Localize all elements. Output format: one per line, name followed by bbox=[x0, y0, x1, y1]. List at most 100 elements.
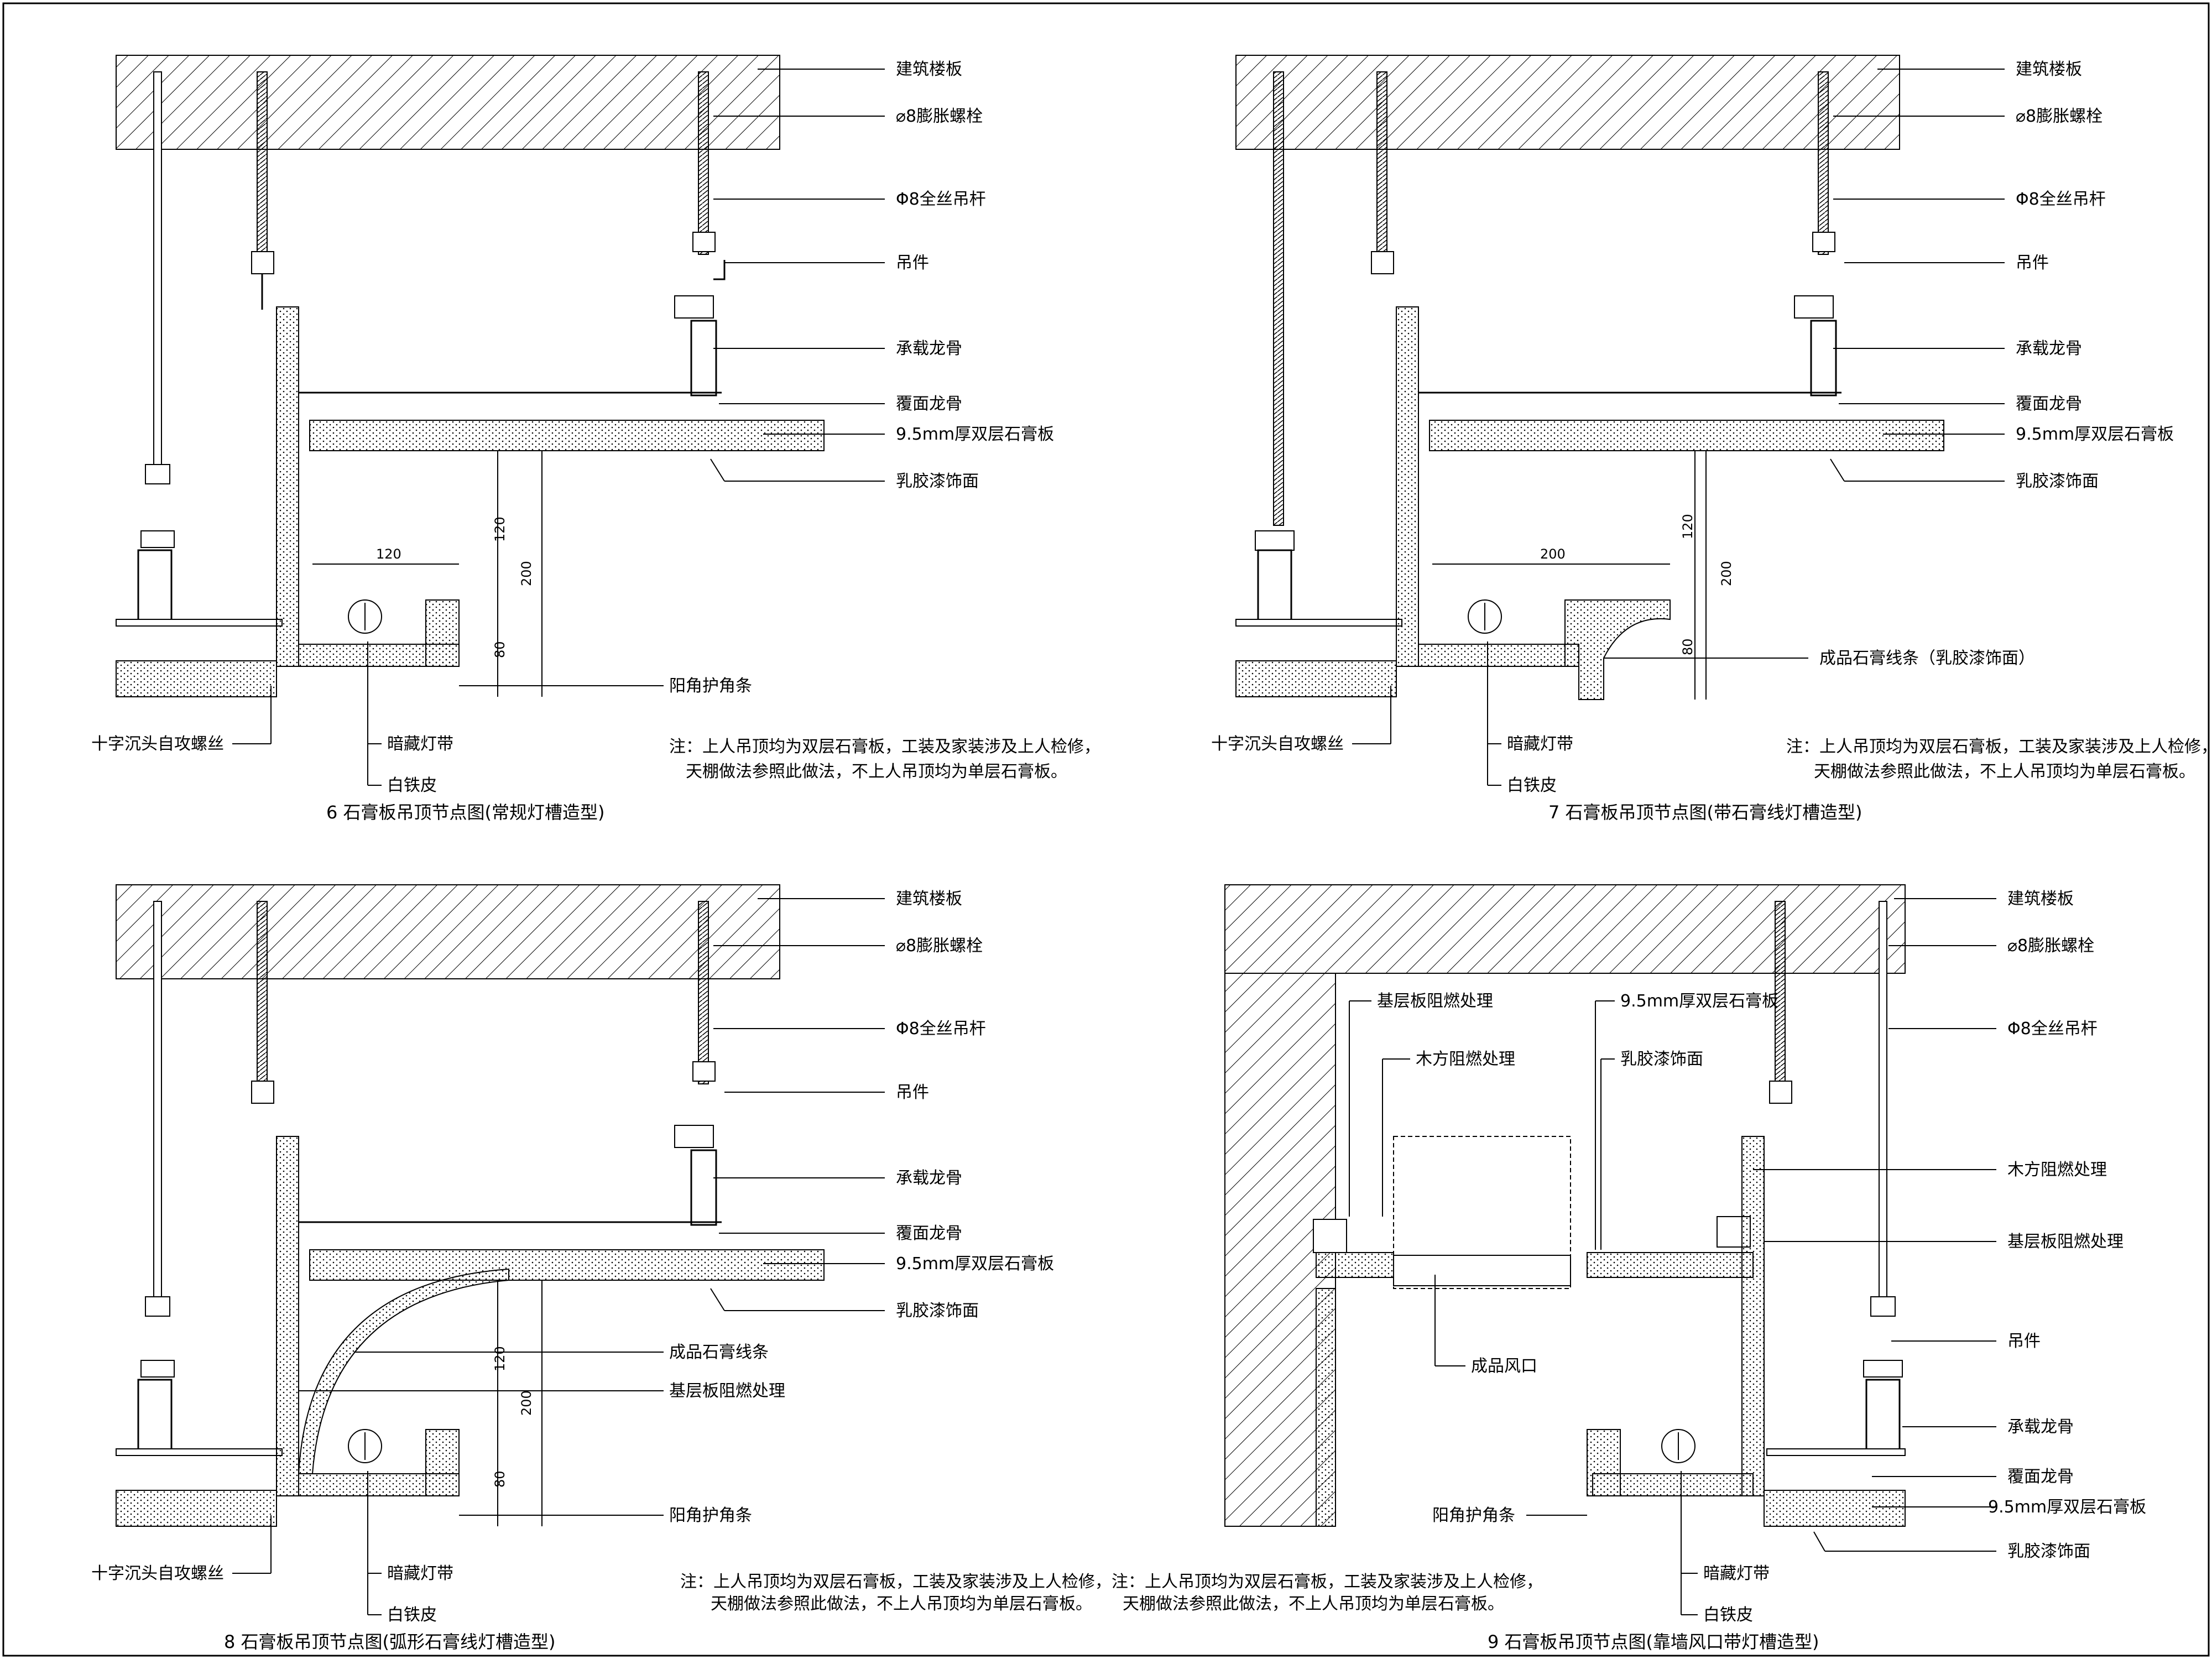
label-iron-sheet: 白铁皮 bbox=[1703, 1605, 1753, 1625]
label-latex-paint-top: 乳胶漆饰面 bbox=[1620, 1050, 1703, 1069]
gypsum-board-lower bbox=[116, 660, 277, 697]
dim-width: 200 bbox=[1540, 546, 1566, 562]
dim-depth2: 200 bbox=[519, 1390, 534, 1416]
dim-width: 120 bbox=[376, 546, 401, 562]
threaded-rod-right bbox=[1794, 71, 1837, 397]
gypsum-board-ceiling bbox=[309, 420, 825, 451]
floor-slab-hatch bbox=[116, 884, 780, 979]
threaded-rod-mid bbox=[1769, 901, 1792, 1104]
dim-depth1: 120 bbox=[1680, 514, 1695, 539]
threaded-rod-right bbox=[674, 71, 726, 397]
label-expansion-bolt: ⌀8膨胀螺栓 bbox=[2016, 107, 2103, 126]
label-cover-keel: 覆面龙骨 bbox=[2007, 1467, 2074, 1486]
label-screw: 十字沉头自攻螺丝 bbox=[91, 734, 224, 754]
label-gypsum-line: 成品石膏线条 bbox=[669, 1343, 769, 1362]
label-base-fire-left: 基层板阻燃处理 bbox=[1377, 992, 1493, 1011]
detail-8: 120 200 80 建筑楼板 ⌀8膨胀螺栓 Φ8全丝吊杆 吊件 承载龙骨 覆 bbox=[91, 884, 1112, 1652]
label-main-keel: 承载龙骨 bbox=[896, 1168, 962, 1188]
label-floor-slab: 建筑楼板 bbox=[2007, 889, 2074, 909]
label-latex-paint: 乳胶漆饰面 bbox=[2007, 1542, 2090, 1561]
threaded-rod-left bbox=[1255, 71, 1295, 623]
label-threaded-rod: Φ8全丝吊杆 bbox=[896, 1019, 986, 1039]
label-hanger: 吊件 bbox=[2007, 1332, 2041, 1351]
label-expansion-bolt: ⌀8膨胀螺栓 bbox=[2007, 936, 2094, 956]
caption: 9 石膏板吊顶节点图(靠墙风口带灯槽造型) bbox=[1488, 1631, 1819, 1652]
label-corner-bead: 阳角护角条 bbox=[669, 676, 752, 696]
floor-slab-hatch bbox=[116, 55, 780, 150]
label-hanger: 吊件 bbox=[896, 253, 929, 273]
label-threaded-rod: Φ8全丝吊杆 bbox=[2007, 1019, 2098, 1039]
light-trough-bottom bbox=[1418, 644, 1579, 667]
label-base-fire-right: 基层板阻燃处理 bbox=[2007, 1232, 2124, 1251]
vent-grille bbox=[1393, 1255, 1571, 1286]
gypsum-board-lower bbox=[116, 1490, 277, 1527]
label-floor-slab: 建筑楼板 bbox=[2016, 60, 2082, 79]
dim-depth3: 80 bbox=[492, 1470, 508, 1488]
note-line-1: 注：上人吊顶均为双层石膏板，工装及家装涉及上人检修， bbox=[1112, 1572, 1543, 1592]
threaded-rod-mid bbox=[1371, 71, 1394, 274]
light-trough-side bbox=[425, 599, 460, 667]
threaded-rod-left bbox=[137, 71, 175, 623]
gypsum-board-top-left bbox=[1316, 1252, 1394, 1278]
label-gypsum-board-top: 9.5mm厚双层石膏板 bbox=[1620, 992, 1778, 1011]
label-gypsum-line: 成品石膏线条（乳胶漆饰面） bbox=[1819, 649, 2035, 668]
label-hanger: 吊件 bbox=[2016, 253, 2049, 273]
label-gypsum-board: 9.5mm厚双层石膏板 bbox=[2016, 425, 2174, 444]
label-hidden-light: 暗藏灯带 bbox=[1703, 1564, 1770, 1583]
label-latex-paint: 乳胶漆饰面 bbox=[896, 1301, 979, 1321]
note-line-2: 天棚做法参照此做法，不上人吊顶均为单层石膏板。 bbox=[1123, 1594, 1504, 1614]
label-cover-keel: 覆面龙骨 bbox=[896, 1224, 962, 1243]
label-gypsum-board: 9.5mm厚双层石膏板 bbox=[896, 425, 1054, 444]
label-floor-slab: 建筑楼板 bbox=[896, 60, 962, 79]
note-line-1: 注：上人吊顶均为双层石膏板，工装及家装涉及上人检修， bbox=[680, 1572, 1112, 1592]
label-expansion-bolt: ⌀8膨胀螺栓 bbox=[896, 936, 983, 956]
arc-gypsum-line bbox=[298, 1268, 509, 1474]
dim-depth3: 80 bbox=[492, 641, 508, 658]
label-hidden-light: 暗藏灯带 bbox=[387, 1564, 453, 1583]
gypsum-board-ceiling bbox=[1429, 420, 1944, 451]
caption: 6 石膏板吊顶节点图(常规灯槽造型) bbox=[326, 802, 605, 823]
label-hidden-light: 暗藏灯带 bbox=[1507, 734, 1573, 754]
dim-depth1: 120 bbox=[492, 1346, 508, 1371]
threaded-rod-right bbox=[1863, 901, 1903, 1453]
label-wood-fire-left: 木方阻燃处理 bbox=[1416, 1050, 1515, 1069]
label-threaded-rod: Φ8全丝吊杆 bbox=[2016, 190, 2106, 209]
label-expansion-bolt: ⌀8膨胀螺栓 bbox=[896, 107, 983, 126]
label-hidden-light: 暗藏灯带 bbox=[387, 734, 453, 754]
gypsum-board-lower bbox=[1235, 660, 1397, 697]
label-screw: 十字沉头自攻螺丝 bbox=[1211, 734, 1344, 754]
note-line-2: 天棚做法参照此做法，不上人吊顶均为单层石膏板。 bbox=[686, 762, 1067, 781]
note-line-1: 注：上人吊顶均为双层石膏板，工装及家装涉及上人检修， bbox=[669, 737, 1100, 757]
light-trough-side bbox=[425, 1429, 460, 1496]
wall-finish bbox=[1316, 1288, 1336, 1527]
caption: 8 石膏板吊顶节点图(弧形石膏线灯槽造型) bbox=[224, 1631, 556, 1652]
note-line-2: 天棚做法参照此做法，不上人吊顶均为单层石膏板。 bbox=[711, 1594, 1092, 1614]
main-keel-left bbox=[116, 1448, 283, 1456]
label-iron-sheet: 白铁皮 bbox=[1507, 776, 1557, 795]
label-latex-paint: 乳胶漆饰面 bbox=[2016, 472, 2099, 491]
wood-block-left bbox=[1313, 1219, 1347, 1253]
threaded-rod-mid bbox=[251, 901, 274, 1104]
gypsum-board-vertical bbox=[276, 306, 299, 667]
note-line-2: 天棚做法参照此做法，不上人吊顶均为单层石膏板。 bbox=[1814, 762, 2195, 781]
caption: 7 石膏板吊顶节点图(带石膏线灯槽造型) bbox=[1548, 802, 1863, 823]
label-base-fire: 基层板阻燃处理 bbox=[669, 1381, 785, 1401]
gypsum-board-lower bbox=[1764, 1490, 1906, 1527]
detail-7: 200 120 200 80 建筑楼板 ⌀8膨胀螺栓 Φ8全丝吊杆 吊件 承载龙… bbox=[1211, 55, 2212, 823]
dim-depth3: 80 bbox=[1680, 638, 1695, 655]
label-iron-sheet: 白铁皮 bbox=[387, 776, 437, 795]
floor-slab-hatch bbox=[1224, 884, 1906, 974]
label-iron-sheet: 白铁皮 bbox=[387, 1605, 437, 1625]
label-threaded-rod: Φ8全丝吊杆 bbox=[896, 190, 986, 209]
label-wood-fire-right: 木方阻燃处理 bbox=[2007, 1160, 2107, 1180]
label-latex-paint: 乳胶漆饰面 bbox=[896, 472, 979, 491]
label-main-keel: 承载龙骨 bbox=[2016, 339, 2082, 358]
threaded-rod-mid bbox=[251, 71, 274, 310]
gypsum-line-profile bbox=[1564, 599, 1671, 700]
detail-9: 建筑楼板 ⌀8膨胀螺栓 Φ8全丝吊杆 基层板阻燃处理 木方阻燃处理 9.5mm厚… bbox=[1112, 884, 2146, 1652]
threaded-rod-right bbox=[674, 901, 717, 1226]
detail-6: 120 120 200 80 建筑楼板 ⌀8膨胀螺栓 Φ8全丝吊杆 吊件 承载龙… bbox=[91, 55, 1100, 823]
dim-depth1: 120 bbox=[492, 517, 508, 542]
